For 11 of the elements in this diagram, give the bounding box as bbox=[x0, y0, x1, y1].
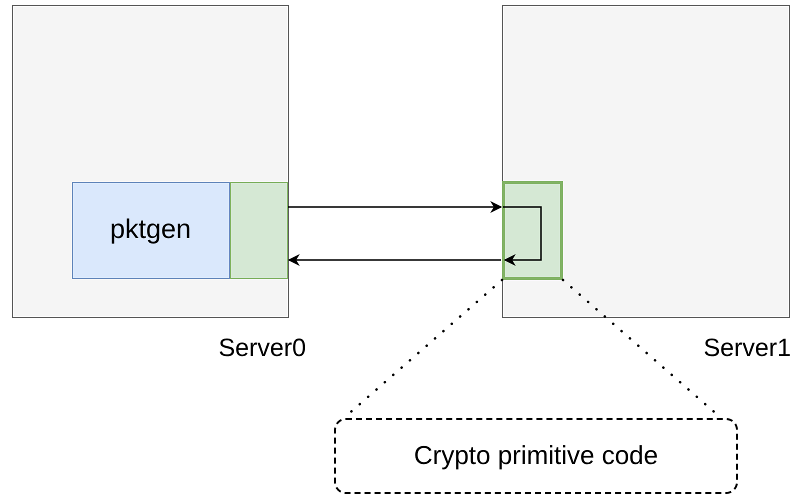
arrow bbox=[288, 254, 501, 266]
process-box bbox=[72, 182, 230, 278]
node-label: pktgen bbox=[110, 214, 192, 245]
arrow bbox=[288, 201, 502, 213]
arrow bbox=[503, 206, 542, 266]
server-label: Server1 bbox=[703, 334, 791, 363]
port-box bbox=[230, 182, 288, 278]
dashed-box bbox=[334, 418, 738, 494]
server-label: Server0 bbox=[218, 334, 306, 363]
port-box bbox=[502, 180, 562, 280]
node-label: Crypto primitive code bbox=[414, 440, 658, 471]
